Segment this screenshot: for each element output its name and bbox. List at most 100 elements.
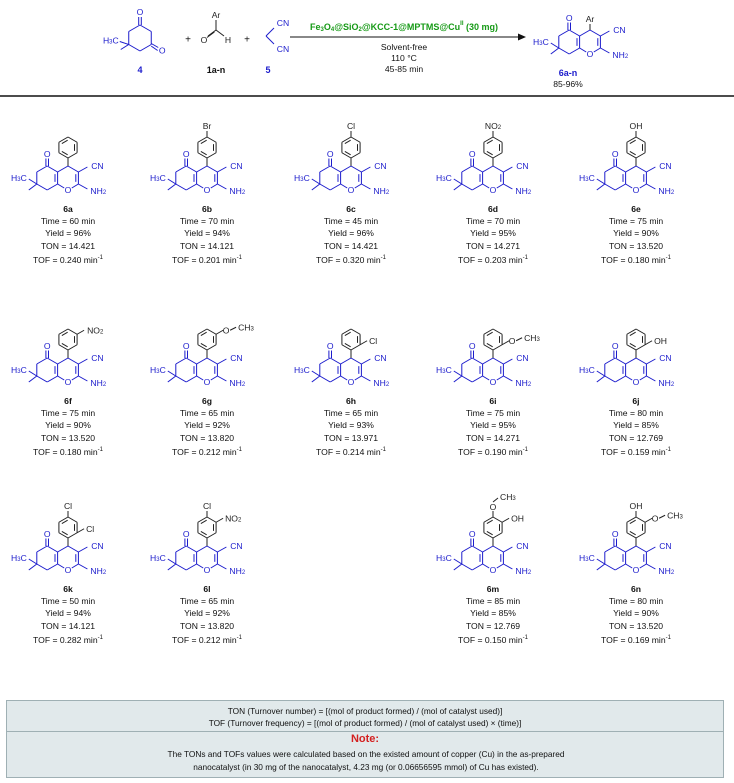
bond: [215, 29, 225, 37]
double-bond: [629, 519, 636, 524]
caption-yield: Yield = 90%: [45, 420, 91, 431]
carbonyl-oxygen: O: [44, 341, 51, 351]
caption-tof: TOF = 0.212 min-1: [172, 446, 242, 457]
bond: [340, 375, 348, 381]
carbonyl-oxygen: O: [44, 149, 51, 159]
methyl-bond: [596, 183, 606, 191]
substituent-label: NO2: [485, 121, 502, 131]
bond: [635, 357, 647, 365]
bond: [593, 47, 601, 53]
methyl-bond: [453, 370, 463, 377]
bond: [78, 166, 88, 173]
bond: [625, 545, 637, 553]
bond: [58, 328, 69, 335]
nitrile-label: CN: [91, 161, 103, 171]
bond: [635, 344, 646, 351]
caption-yield: Yield = 95%: [470, 420, 516, 431]
bond: [139, 24, 152, 32]
bond: [206, 516, 217, 523]
note-line-2: nanocatalyst (in 30 mg of the nanocataly…: [193, 762, 539, 772]
bond: [71, 563, 79, 569]
caption-ton: TON = 12.769: [608, 432, 664, 443]
bond: [217, 166, 227, 173]
bond: [329, 183, 341, 191]
nitrile-label: CN: [659, 161, 671, 171]
caption-id: 6c: [346, 204, 356, 214]
bond: [471, 545, 483, 553]
substituent-label: Cl: [86, 524, 94, 534]
methyl-bond: [596, 178, 606, 185]
nitrile-label: CN: [230, 353, 242, 363]
bond: [46, 563, 58, 571]
bond: [319, 357, 331, 365]
bond: [483, 152, 494, 159]
nitrile-label: CN: [230, 161, 242, 171]
substituent-label: CH3: [500, 492, 516, 502]
bond: [646, 375, 656, 382]
product-id: 6a-n: [559, 68, 578, 78]
methyl-label: H3C: [103, 36, 119, 46]
caption-id: 6i: [489, 396, 497, 406]
bond: [265, 35, 275, 45]
methyl-label: H3C: [579, 365, 595, 375]
catalyst-label: Fe3O4@SiO2@KCC-1@MPTMS@CuII (30 mg): [310, 21, 498, 33]
bond: [57, 545, 69, 553]
bond: [36, 545, 48, 553]
amine-label: NH2: [229, 378, 245, 388]
solvent-label: Solvent-free: [381, 42, 428, 52]
substituent-label: Cl: [64, 501, 72, 511]
caption-id: 6h: [345, 396, 357, 406]
caption-ton: TON = 14.421: [323, 240, 379, 251]
bond: [120, 44, 130, 50]
bond: [635, 136, 646, 143]
bond: [568, 29, 580, 37]
double-bond: [486, 343, 493, 348]
bond: [625, 563, 633, 569]
bond: [600, 47, 610, 54]
aldehyde-hydrogen: H: [225, 35, 231, 45]
bond: [197, 328, 208, 335]
caption-id: 6m: [486, 584, 500, 594]
double-bond: [486, 151, 493, 156]
bond: [67, 328, 78, 335]
ring-oxygen: O: [65, 185, 72, 195]
bond: [319, 375, 331, 383]
caption-id: 6f: [64, 396, 72, 406]
reactant-3-id: 5: [265, 65, 270, 75]
substituent-bond: [215, 329, 224, 335]
caption-time: Time = 75 min: [608, 216, 664, 227]
double-bond: [200, 331, 207, 336]
bond: [483, 344, 494, 351]
bond: [175, 563, 187, 571]
double-bond: [200, 531, 207, 536]
carbonyl-oxygen: O: [183, 341, 190, 351]
caption-ton: TON = 14.421: [40, 240, 96, 251]
methyl-bond: [311, 178, 321, 185]
methyl-bond: [311, 370, 321, 377]
substituent-bond: [492, 497, 499, 503]
bond: [646, 166, 656, 173]
amine-label: NH2: [229, 186, 245, 196]
methyl-label: H3C: [579, 173, 595, 183]
bond: [361, 375, 371, 382]
bond: [625, 165, 637, 173]
methyl-label: H3C: [436, 173, 452, 183]
bond: [614, 183, 626, 191]
methyl-label: H3C: [436, 365, 452, 375]
bond: [36, 563, 48, 571]
amine-label: NH2: [90, 566, 106, 576]
caption-time: Time = 75 min: [465, 408, 521, 419]
bond: [635, 532, 646, 539]
double-bond: [486, 139, 493, 144]
bond: [340, 183, 348, 189]
bond: [197, 344, 208, 351]
bond: [492, 545, 504, 553]
amine-label: NH2: [90, 186, 106, 196]
substituent-bond: [501, 517, 510, 523]
bond: [57, 183, 65, 189]
bond: [503, 358, 513, 365]
